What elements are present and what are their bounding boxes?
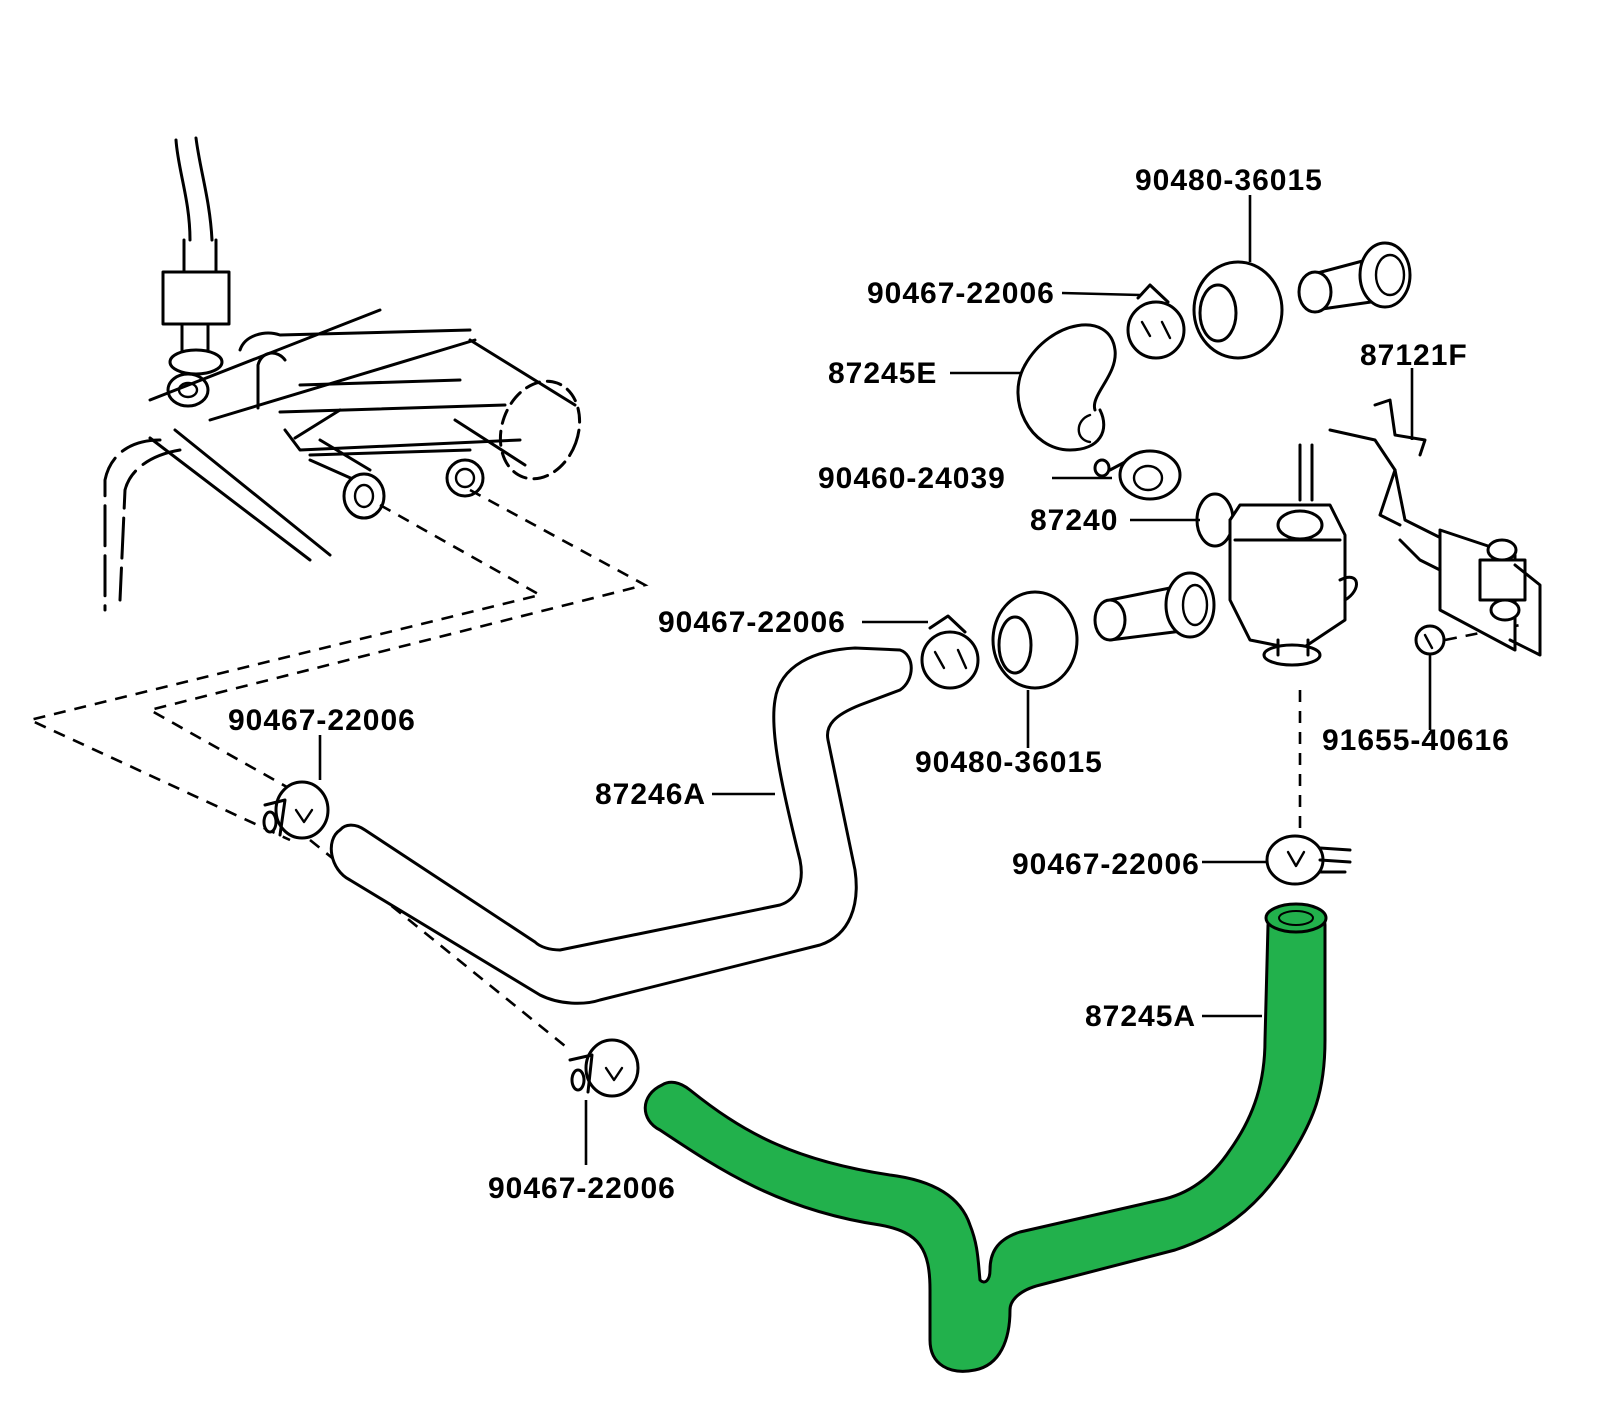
hose-87245A-highlighted: [643, 902, 1328, 1373]
middle-connector-group: [920, 571, 1216, 690]
label-90467-22006-left: 90467-22006: [228, 704, 416, 737]
upper-connector-group: [1016, 241, 1412, 501]
label-87121F: 87121F: [1360, 339, 1468, 372]
label-90480-36015-top: 90480-36015: [1135, 164, 1323, 197]
label-87246A: 87246A: [595, 778, 706, 811]
label-90467-22006-right: 90467-22006: [1012, 848, 1200, 881]
bracket-87121F: [1328, 398, 1542, 657]
label-90467-22006-bottom: 90467-22006: [488, 1172, 676, 1205]
label-90480-36015-middle: 90480-36015: [915, 746, 1103, 779]
label-90467-22006-middle: 90467-22006: [658, 606, 846, 639]
label-87240: 87240: [1030, 504, 1118, 537]
label-87245A: 87245A: [1085, 1000, 1196, 1033]
label-87245E: 87245E: [828, 357, 937, 390]
part-labels: 90480-36015 90467-22006 87245E 87121F 90…: [228, 164, 1510, 1205]
clamp-right-lower: [1265, 834, 1352, 886]
clamp-left-lower: [568, 1038, 640, 1098]
label-90467-22006-upper: 90467-22006: [867, 277, 1055, 310]
leader-lines: [318, 195, 1432, 1165]
clamp-left-upper: [262, 780, 330, 840]
label-90460-24039: 90460-24039: [818, 462, 1006, 495]
engine-manifold-assembly: [103, 136, 582, 612]
label-91655-40616: 91655-40616: [1322, 724, 1510, 757]
vsv-valve-87240: [1195, 443, 1358, 667]
hose-87246A: [329, 646, 913, 1005]
